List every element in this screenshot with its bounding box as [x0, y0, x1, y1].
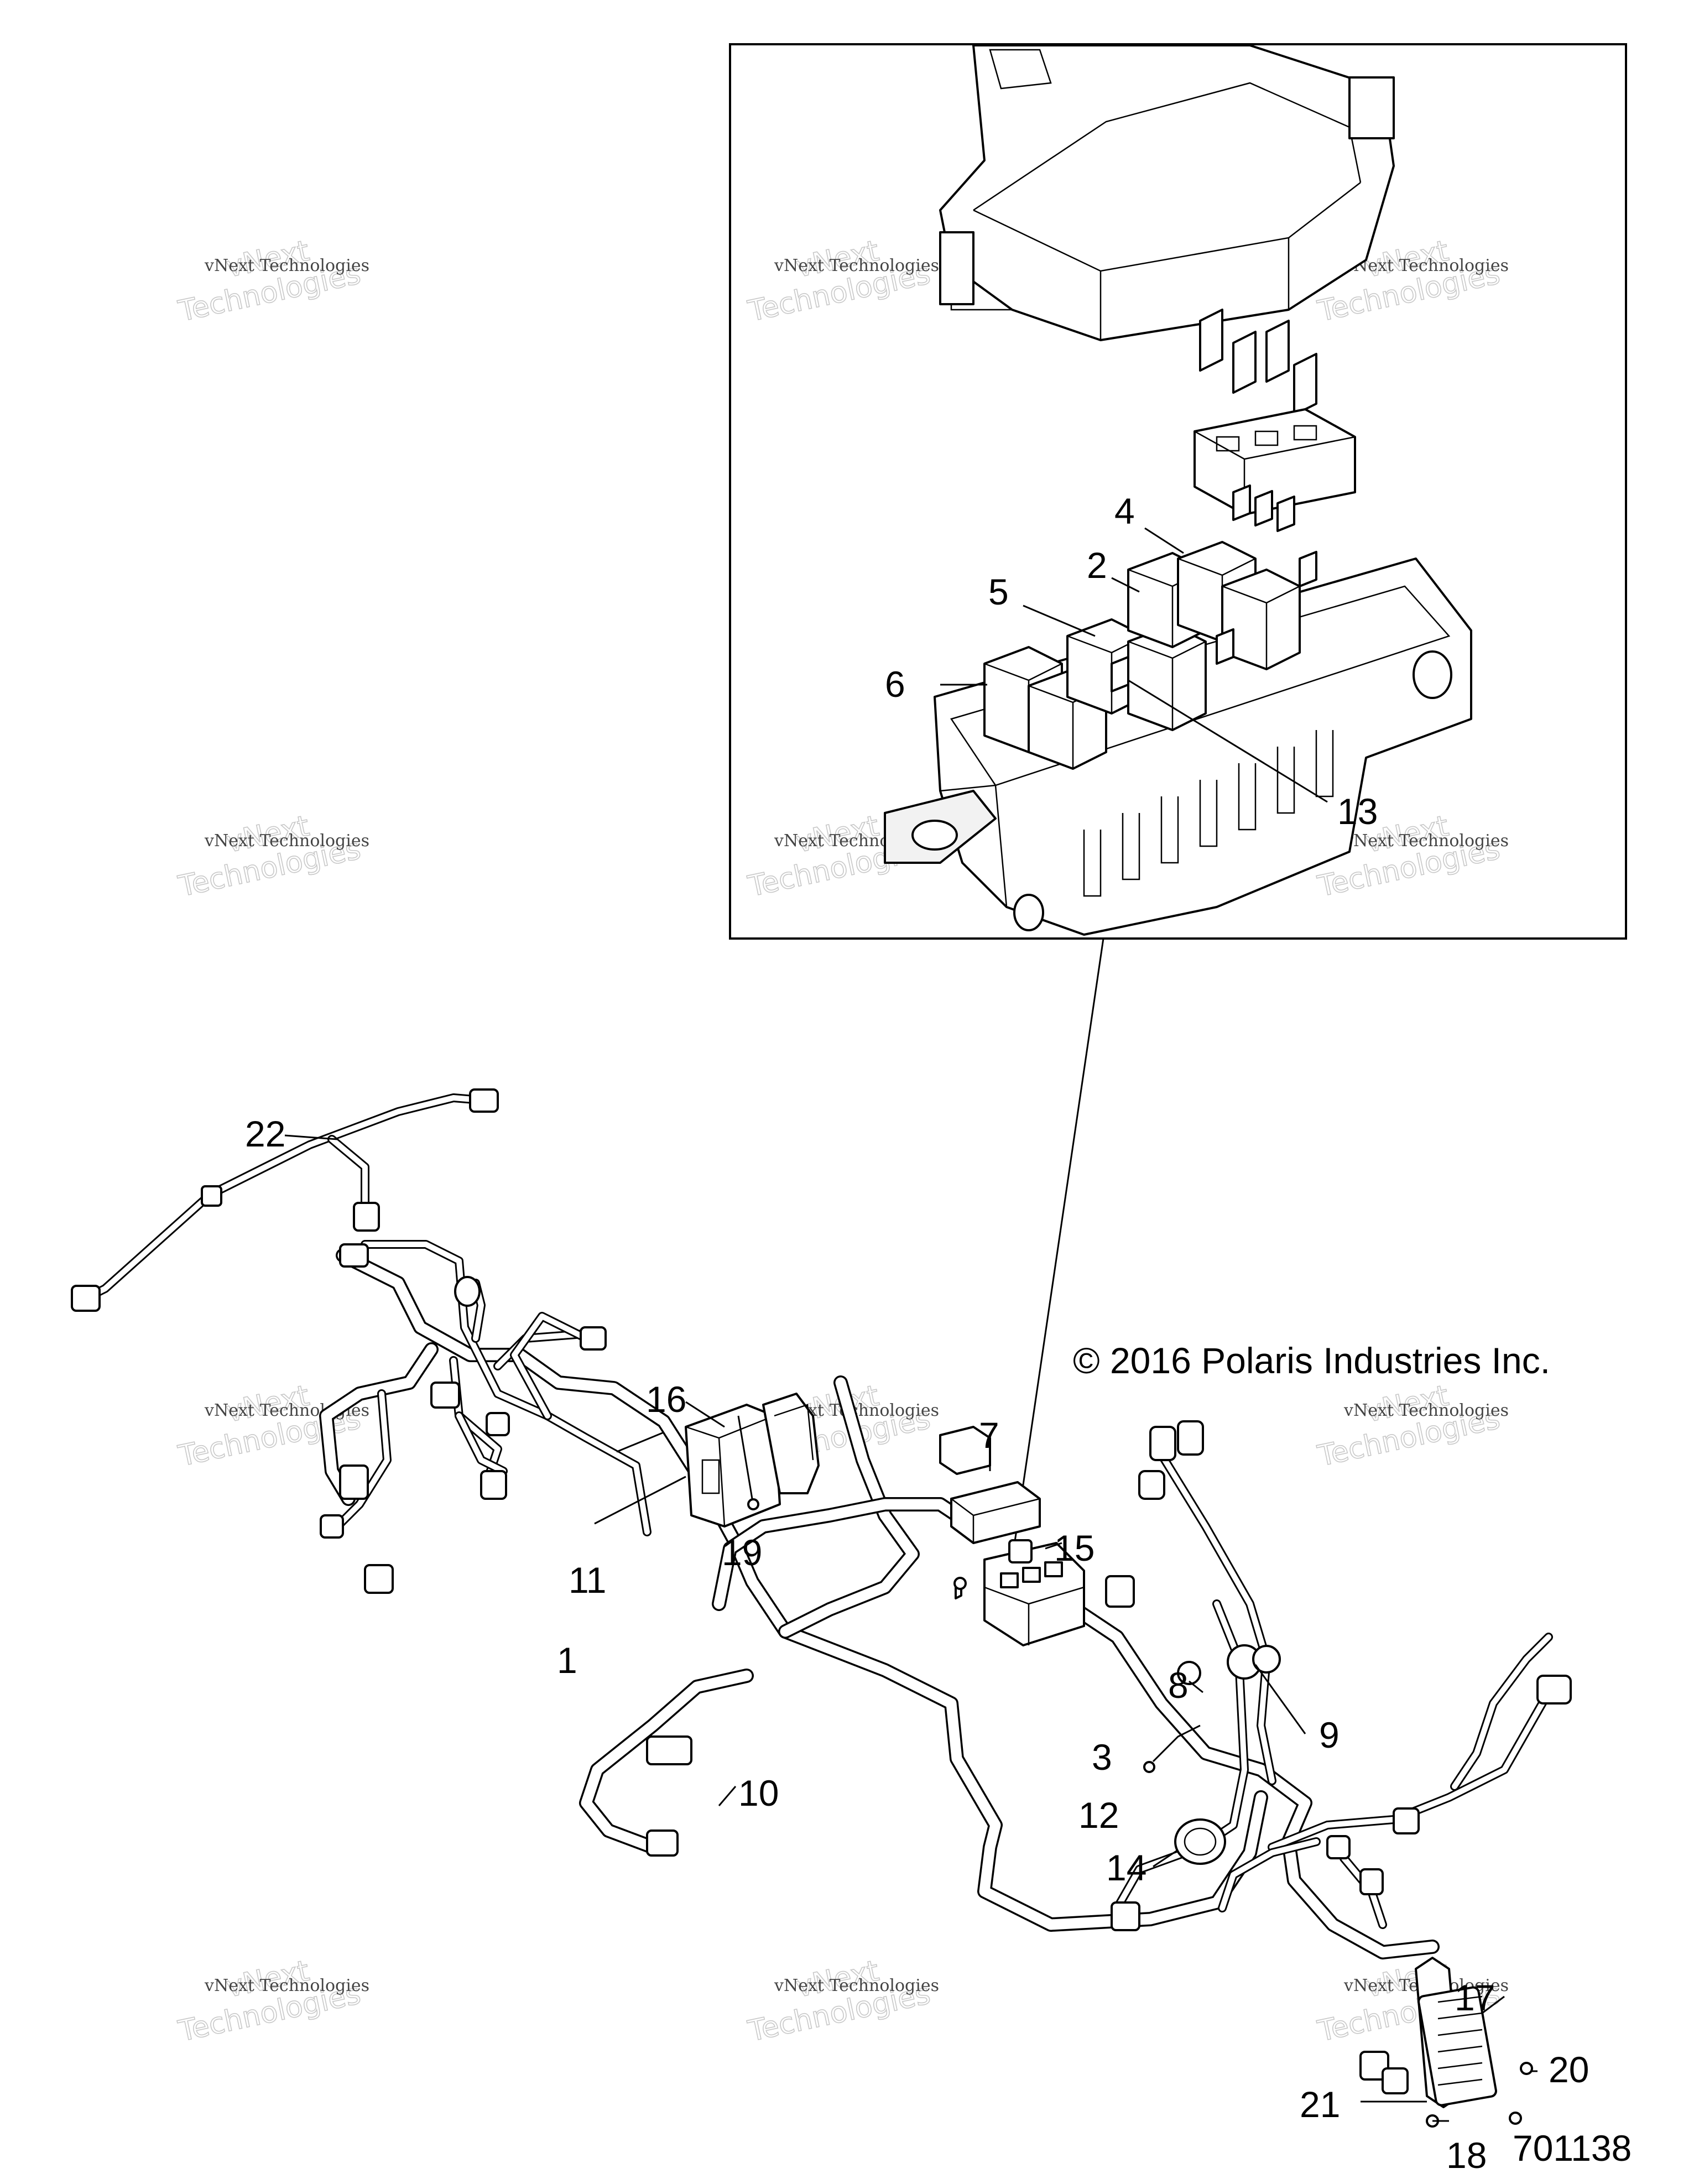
fastener-12	[1143, 1761, 1155, 1773]
callout-5: 5	[988, 571, 1009, 612]
watermark: Technologies vNext vNext Technologies	[1314, 1379, 1509, 1474]
relays	[983, 484, 1317, 770]
callout-10: 10	[738, 1773, 779, 1813]
callout-3: 3	[1092, 1737, 1112, 1778]
leader-19	[737, 1415, 753, 1499]
leader-9	[1254, 1664, 1306, 1734]
copyright-notice: © 2016 Polaris Industries Inc.	[1073, 1340, 1550, 1381]
callout-17: 17	[1455, 1977, 1495, 2018]
connectors	[320, 1243, 1572, 1931]
harness-22	[71, 1088, 499, 1312]
leader-1	[594, 1476, 686, 1525]
leader-14	[1153, 1849, 1179, 1868]
watermark-text-3: vNext Technologies	[1343, 256, 1509, 275]
main-harness	[71, 1088, 1553, 1959]
watermark-text-3: vNext Technologies	[1343, 831, 1509, 851]
callout-14: 14	[1106, 1847, 1146, 1888]
watermark-text-3: vNext Technologies	[774, 1976, 939, 1995]
leader-11	[616, 1431, 664, 1453]
watermark: Technologies vNext vNext Technologies	[175, 809, 369, 904]
callout-18: 18	[1446, 2135, 1487, 2176]
callout-7: 7	[979, 1415, 999, 1456]
callout-13: 13	[1337, 791, 1378, 832]
leader-16	[685, 1401, 725, 1428]
callout-12: 12	[1078, 1795, 1119, 1836]
watermark: Technologies vNext vNext Technologies	[744, 1954, 939, 2049]
callout-2: 2	[1087, 545, 1107, 586]
watermark: Technologies vNext vNext Technologies	[175, 1379, 369, 1474]
fuse-box-base	[884, 557, 1472, 936]
regulator-assembly	[1359, 1957, 1533, 2128]
leader-8	[1189, 1680, 1203, 1693]
watermark-text-3: vNext Technologies	[204, 1976, 369, 1995]
callout-1: 1	[557, 1640, 577, 1681]
leaders	[284, 1134, 1538, 2122]
fuse-puller	[1194, 408, 1356, 515]
leader-22	[284, 1134, 338, 1140]
callout-20: 20	[1549, 2049, 1589, 2090]
connector-8	[1177, 1661, 1201, 1685]
watermark-text-3: vNext Technologies	[1343, 1401, 1509, 1420]
leader-13	[1128, 679, 1328, 803]
callout-16: 16	[646, 1379, 686, 1420]
callout-9: 9	[1319, 1714, 1340, 1755]
wire-3	[1152, 1724, 1201, 1763]
callout-11: 11	[569, 1560, 607, 1601]
leader-4	[1144, 527, 1184, 554]
callout-22: 22	[245, 1113, 285, 1154]
callout-19: 19	[722, 1532, 762, 1573]
screw-19	[747, 1498, 759, 1510]
watermark: Technologies vNext vNext Technologies	[175, 234, 369, 329]
leader-2	[1111, 577, 1140, 593]
callout-6: 6	[885, 664, 905, 705]
fuse-box-lid	[939, 44, 1395, 341]
leader-17	[1482, 1995, 1505, 2014]
fuse-box-inset	[729, 43, 1627, 940]
callout-21: 21	[1300, 2084, 1340, 2125]
watermark-text-3: vNext Technologies	[204, 256, 369, 275]
ecu-module	[685, 1393, 820, 1528]
callout-15: 15	[1054, 1528, 1095, 1568]
watermark: Technologies vNext vNext Technologies	[744, 234, 939, 329]
callouts: 4 2 5 6 13 22 16 7 15 11 19 1 8 9 3 10 1…	[245, 491, 1589, 2176]
leader-10	[718, 1786, 737, 1806]
inset-link-line	[1008, 938, 1104, 1580]
grommet-14	[1174, 1818, 1226, 1865]
figure-number: 701138	[1513, 2128, 1632, 2169]
callout-4: 4	[1114, 491, 1135, 531]
spare-fuses	[1199, 309, 1317, 416]
callout-8: 8	[1168, 1665, 1189, 1706]
watermarks: Technologies vNext vNext Technologies Te…	[175, 234, 1509, 2049]
leader-5	[1023, 604, 1096, 637]
watermark: Technologies vNext vNext Technologies	[175, 1954, 369, 2049]
watermark-text-3: vNext Technologies	[204, 831, 369, 851]
leader-15	[1045, 1542, 1062, 1550]
watermark-text-3: vNext Technologies	[774, 256, 939, 275]
